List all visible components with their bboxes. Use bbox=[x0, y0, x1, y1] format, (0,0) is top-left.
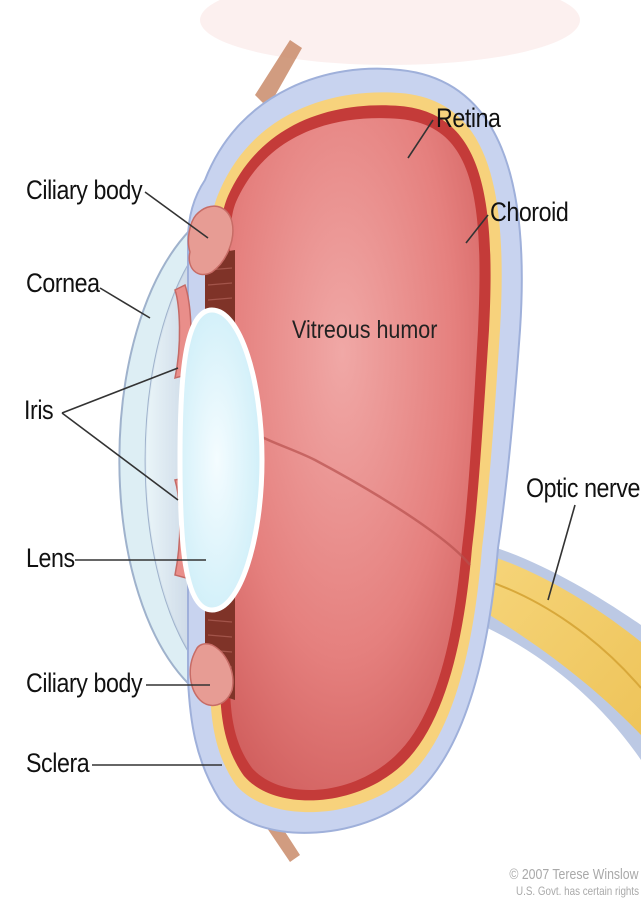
label-choroid: Choroid bbox=[490, 197, 568, 228]
label-vitreous-humor: Vitreous humor bbox=[292, 316, 437, 345]
background-blush bbox=[200, 0, 580, 65]
leader-cornea bbox=[100, 288, 150, 318]
label-ciliary-body-top: Ciliary body bbox=[26, 175, 142, 206]
label-iris: Iris bbox=[24, 395, 53, 426]
label-cornea: Cornea bbox=[26, 268, 100, 299]
label-sclera: Sclera bbox=[26, 748, 89, 779]
label-lens: Lens bbox=[26, 543, 75, 574]
label-ciliary-body-bottom: Ciliary body bbox=[26, 668, 142, 699]
label-optic-nerve: Optic nerve bbox=[526, 473, 640, 504]
lens-shape bbox=[180, 310, 262, 610]
label-retina: Retina bbox=[436, 103, 501, 134]
credit-rights: U.S. Govt. has certain rights bbox=[516, 884, 639, 898]
credit-copyright: © 2007 Terese Winslow bbox=[510, 866, 639, 883]
